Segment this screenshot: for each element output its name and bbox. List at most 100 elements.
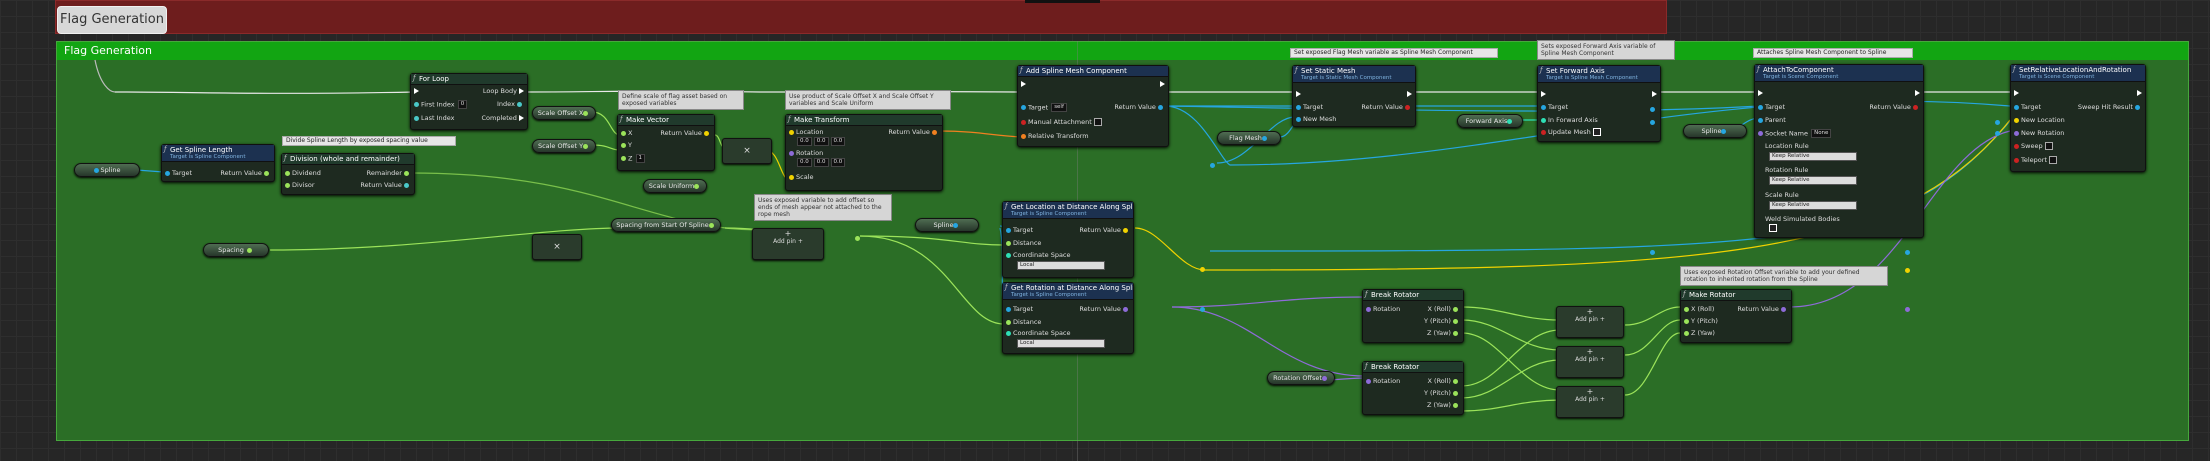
- comment-offset[interactable]: Uses exposed variable to add offset so e…: [754, 194, 892, 221]
- location-rule-dropdown[interactable]: Keep Relative: [1769, 151, 1857, 161]
- pin-return-value[interactable]: Return Value: [220, 169, 271, 177]
- pin-teleport[interactable]: Teleport: [2014, 156, 2058, 164]
- scale-rule-dropdown[interactable]: Keep Relative: [1769, 200, 1857, 210]
- pin-coordinate-space[interactable]: Coordinate Space: [1006, 329, 1071, 337]
- node-make-vector[interactable]: Make Vector X Y Z 1 Return Value: [617, 114, 715, 171]
- pin-exec-in[interactable]: [1541, 90, 1546, 98]
- pin-new-mesh[interactable]: New Mesh: [1296, 115, 1336, 123]
- pin-x-roll[interactable]: X (Roll): [1428, 305, 1460, 313]
- sweep-checkbox[interactable]: [2044, 142, 2053, 150]
- pin-target[interactable]: Target: [1758, 103, 1785, 111]
- scale-offset-y-getter[interactable]: Scale Offset Y: [532, 139, 596, 153]
- pin-first-index[interactable]: First Index 0: [414, 100, 468, 109]
- pin-exec-in[interactable]: [1296, 90, 1301, 98]
- pin-x[interactable]: X: [621, 129, 632, 137]
- pin-return-value[interactable]: Return Value: [660, 129, 711, 137]
- reroute-node[interactable]: [1905, 268, 1910, 273]
- pin-manual-attachment[interactable]: Manual Attachment: [1021, 118, 1102, 126]
- pin-return-value[interactable]: Return Value: [1737, 305, 1788, 313]
- forward-axis-getter[interactable]: Forward Axis: [1457, 114, 1523, 128]
- comment-product[interactable]: Use product of Scale Offset X and Scale …: [785, 90, 951, 110]
- comment-set-mesh[interactable]: Set exposed Flag Mesh variable as Spline…: [1290, 48, 1498, 58]
- comment-tab-flag-generation[interactable]: Flag Generation: [57, 6, 167, 34]
- reroute-node[interactable]: [1650, 107, 1655, 112]
- pin-sweep-hit-result[interactable]: Sweep Hit Result: [2078, 103, 2142, 111]
- pin-remainder[interactable]: Remainder: [367, 169, 411, 177]
- pin-parent[interactable]: Parent: [1758, 116, 1786, 124]
- pin-sweep[interactable]: Sweep: [2014, 142, 2053, 150]
- pin-rotation[interactable]: Rotation: [789, 149, 823, 157]
- node-break-rotator-2[interactable]: Break Rotator Rotation X (Roll) Y (Pitch…: [1362, 361, 1464, 415]
- reroute-node[interactable]: [1905, 307, 1910, 312]
- multiply-node-1[interactable]: ×: [532, 234, 582, 260]
- target-field[interactable]: self: [1051, 103, 1067, 112]
- comment-rotation[interactable]: Uses exposed Rotation Offset variable to…: [1680, 266, 1888, 286]
- pin-relative-transform[interactable]: Relative Transform: [1021, 132, 1089, 140]
- pin-z-yaw[interactable]: Z (Yaw): [1427, 329, 1460, 337]
- pin-exec-out[interactable]: [1915, 89, 1920, 97]
- spacing-getter[interactable]: Spacing: [203, 243, 269, 257]
- pin-exec-in[interactable]: [1758, 89, 1763, 97]
- pin-last-index[interactable]: Last Index: [414, 114, 455, 122]
- pin-target[interactable]: Target self: [1021, 103, 1068, 112]
- pin-loop-body[interactable]: Loop Body: [483, 87, 524, 95]
- add-node-offset[interactable]: + Add pin +: [752, 228, 824, 260]
- manual-attachment-checkbox[interactable]: [1093, 118, 1102, 126]
- pin-weld-simulated-bodies[interactable]: Weld Simulated Bodies: [1765, 215, 1840, 223]
- node-get-rotation-at-distance[interactable]: Get Rotation at Distance Along SplineTar…: [1002, 282, 1134, 354]
- add-node-roll[interactable]: + Add pin +: [1556, 306, 1624, 338]
- pin-rotation[interactable]: Rotation: [1366, 305, 1400, 313]
- pin-new-rotation[interactable]: New Rotation: [2014, 129, 2064, 137]
- pin-target[interactable]: Target: [1006, 305, 1033, 313]
- node-division[interactable]: Division (whole and remainder) Dividend …: [281, 153, 415, 195]
- pin-socket-name[interactable]: Socket Name None: [1758, 129, 1832, 138]
- comment-scale[interactable]: Define scale of flag asset based on expo…: [618, 90, 744, 110]
- node-make-transform[interactable]: Make Transform Location 0.00.00.0 Rotati…: [785, 114, 943, 191]
- pin-y-pitch[interactable]: Y (Pitch): [1684, 317, 1718, 325]
- flag-mesh-getter[interactable]: Flag Mesh: [1217, 131, 1281, 145]
- add-node-yaw[interactable]: + Add pin +: [1556, 386, 1624, 418]
- pin-target[interactable]: Target: [165, 169, 192, 177]
- pin-location[interactable]: Location: [789, 128, 824, 136]
- add-pin-button[interactable]: Add pin +: [1575, 356, 1605, 363]
- pin-rotation-rule[interactable]: Rotation Rule: [1765, 166, 1808, 174]
- teleport-checkbox[interactable]: [2049, 156, 2058, 164]
- reroute-node[interactable]: [1200, 307, 1205, 312]
- pin-exec-in[interactable]: [2014, 89, 2019, 97]
- spline-getter-3[interactable]: Spline: [1683, 124, 1747, 138]
- node-add-spline-mesh-component[interactable]: Add Spline Mesh Component Target self Ma…: [1017, 65, 1169, 147]
- reroute-node[interactable]: [1650, 120, 1655, 125]
- scale-offset-x-getter[interactable]: Scale Offset X: [532, 106, 596, 120]
- pin-target[interactable]: Target: [1541, 103, 1568, 111]
- reroute-node[interactable]: [855, 236, 860, 241]
- pin-return-value[interactable]: Return Value: [1114, 103, 1165, 111]
- pin-exec-out[interactable]: [1407, 90, 1412, 98]
- pin-return-value[interactable]: Return Value: [360, 181, 411, 189]
- node-break-rotator-1[interactable]: Break Rotator Rotation X (Roll) Y (Pitch…: [1362, 289, 1464, 343]
- pin-rotation[interactable]: Rotation: [1366, 377, 1400, 385]
- pin-distance[interactable]: Distance: [1006, 239, 1041, 247]
- add-node-pitch[interactable]: + Add pin +: [1556, 346, 1624, 378]
- rotation-offset-getter[interactable]: Rotation Offset: [1267, 371, 1335, 385]
- pin-z-yaw[interactable]: Z (Yaw): [1427, 401, 1460, 409]
- pin-return-value[interactable]: Return Value: [1079, 305, 1130, 313]
- reroute-node[interactable]: [1995, 131, 2000, 136]
- pin-update-mesh[interactable]: Update Mesh: [1541, 128, 1601, 136]
- comment-box-above[interactable]: [55, 0, 1667, 34]
- pin-target[interactable]: Target: [2014, 103, 2041, 111]
- z-field[interactable]: 1: [635, 154, 646, 163]
- reroute-node[interactable]: [1905, 250, 1910, 255]
- add-pin-button[interactable]: Add pin +: [773, 238, 803, 245]
- multiply-node-2[interactable]: ×: [722, 138, 772, 164]
- pin-dividend[interactable]: Dividend: [285, 169, 321, 177]
- pin-in-forward-axis[interactable]: In Forward Axis: [1541, 116, 1598, 124]
- pin-return-value[interactable]: Return Value: [1361, 103, 1412, 111]
- add-pin-button[interactable]: Add pin +: [1575, 316, 1605, 323]
- pin-divisor[interactable]: Divisor: [285, 181, 315, 189]
